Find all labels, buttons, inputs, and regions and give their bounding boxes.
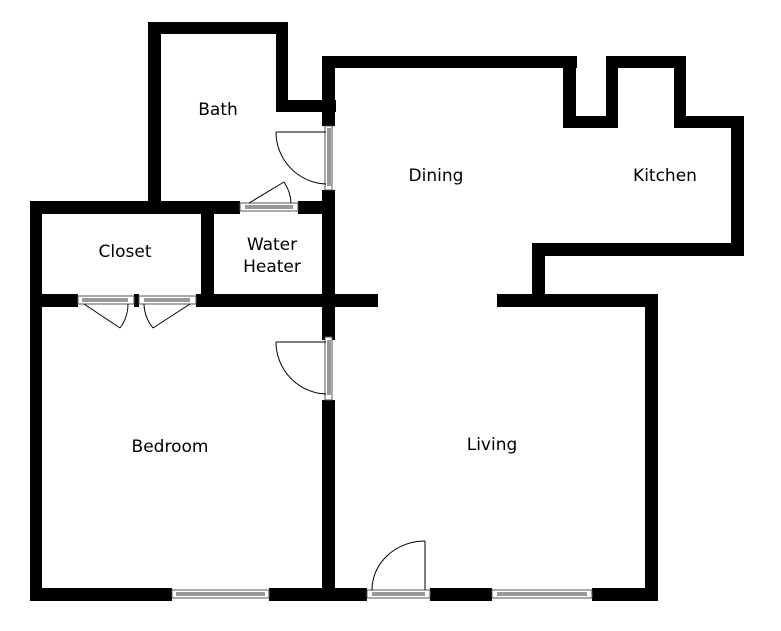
room-label-dining: Dining [408,166,464,186]
walls [30,22,744,601]
room-label-kitchen: Kitchen [633,166,697,186]
room-label-bath: Bath [198,100,238,120]
room-label-closet: Closet [98,242,152,262]
room-label-living: Living [466,435,518,455]
room-label-water-heater: Water Heater [243,235,301,277]
room-label-bedroom: Bedroom [131,437,209,457]
openings [77,125,593,599]
